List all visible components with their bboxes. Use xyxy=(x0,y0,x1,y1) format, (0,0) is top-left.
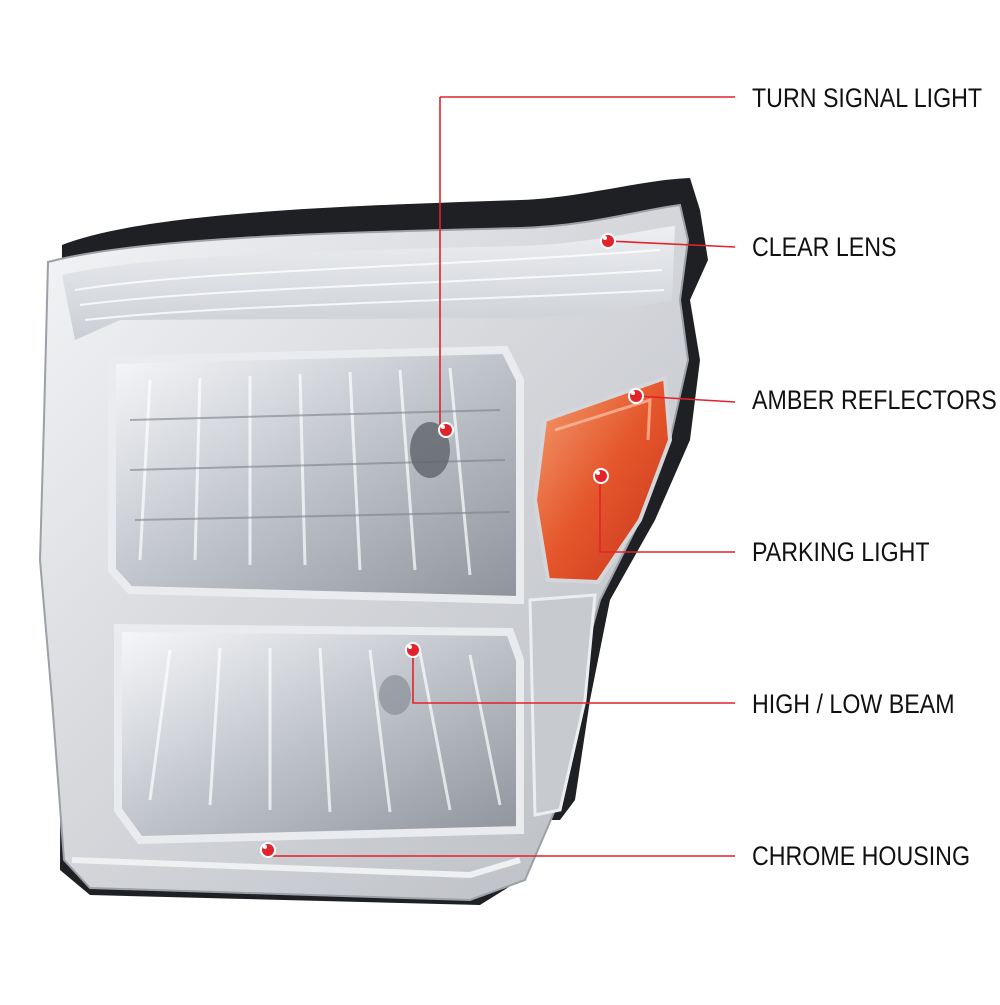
parking-light-dot xyxy=(593,468,609,484)
turn-signal-dot xyxy=(438,422,454,438)
label-parking-light: PARKING LIGHT xyxy=(752,537,930,567)
turn-signal-leader xyxy=(439,96,735,430)
amber-reflectors-leader xyxy=(635,395,736,403)
high-low-beam-dot xyxy=(405,642,421,658)
high-low-beam-leader xyxy=(412,650,735,704)
chrome-housing-dot xyxy=(260,842,276,858)
clear-lens-leader xyxy=(607,240,736,248)
label-amber-reflectors: AMBER REFLECTORS xyxy=(752,385,997,415)
upper-reflector-bay xyxy=(108,345,524,605)
label-clear-lens: CLEAR LENS xyxy=(752,232,897,262)
lower-reflector-bay xyxy=(114,623,524,845)
clear-lens-dot xyxy=(600,233,616,249)
top-lens-band xyxy=(62,226,675,340)
parking-light-leader xyxy=(599,476,735,553)
label-high-low-beam: HIGH / LOW BEAM xyxy=(752,689,955,719)
amber-reflectors-dot xyxy=(628,388,644,404)
label-turn-signal-light: TURN SIGNAL LIGHT xyxy=(752,83,983,113)
label-chrome-housing: CHROME HOUSING xyxy=(752,841,971,871)
